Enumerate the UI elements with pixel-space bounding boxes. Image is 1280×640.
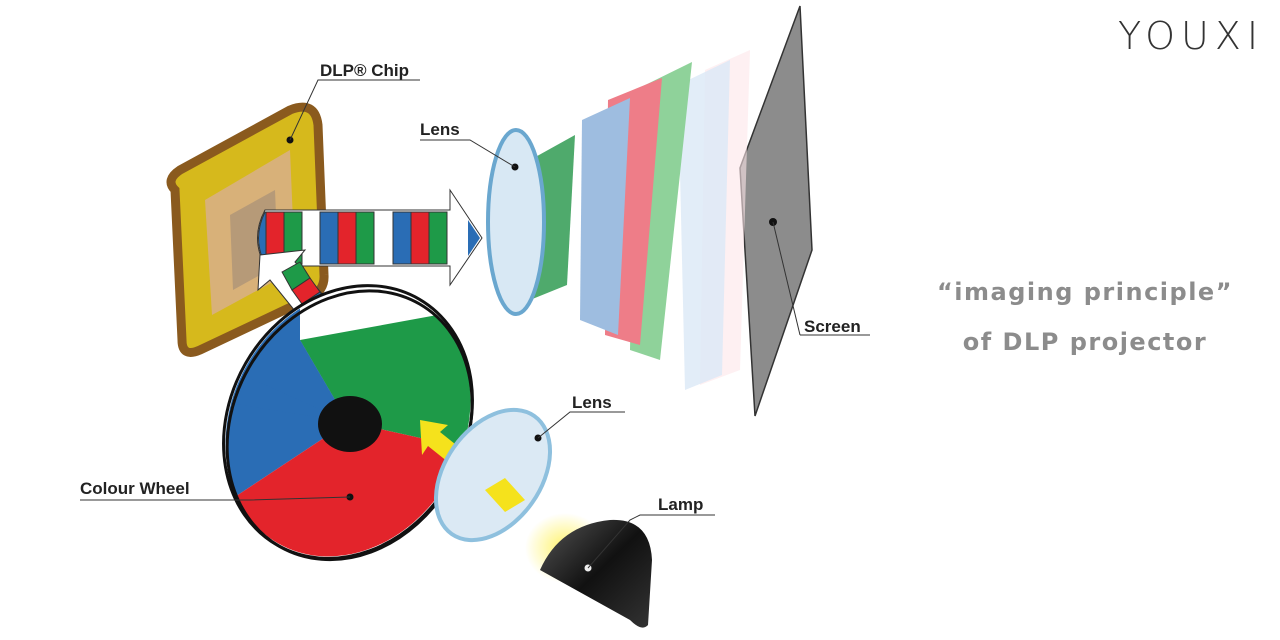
white-panel (678, 60, 730, 390)
lens-bottom-label: Lens (572, 393, 612, 412)
lens-top-label: Lens (420, 120, 460, 139)
blue-panel (580, 98, 630, 335)
dlp-chip-label: DLP® Chip (320, 61, 409, 80)
lens-top (486, 128, 546, 316)
youxi-logo: YOUXI (1118, 14, 1265, 58)
colour-wheel-label: Colour Wheel (80, 479, 190, 498)
caption-line-1: “imaging principle” (937, 278, 1233, 306)
screen-label: Screen (804, 317, 861, 336)
lens-bottom (433, 407, 553, 543)
lamp-label: Lamp (658, 495, 703, 514)
lamp (540, 519, 652, 628)
screen (739, 5, 813, 417)
caption-line-2: of DLP projector (962, 328, 1208, 356)
